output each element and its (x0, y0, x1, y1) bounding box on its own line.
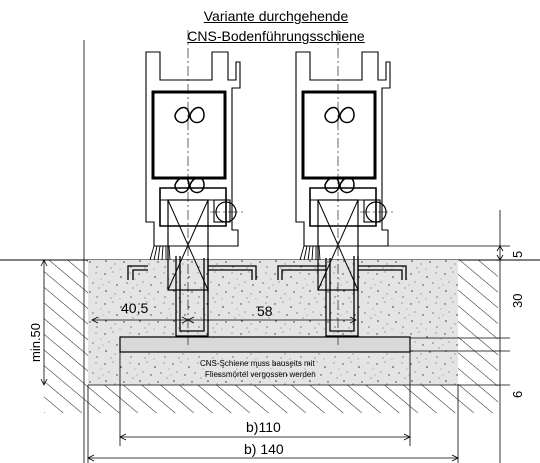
dim-b110: b)110 (246, 419, 281, 435)
center-lines (187, 30, 395, 345)
left-door-profile (145, 51, 241, 291)
drawing-title-line-1: Variante durchgehende (203, 8, 349, 24)
dim-6: 6 (510, 391, 525, 398)
dim-5: 5 (510, 251, 525, 258)
right-brush-seal (299, 245, 321, 261)
note-line-2: Fliessmörtel vergossen werden (205, 370, 316, 379)
horizontal-dimensions-top (91, 316, 357, 324)
note-line-1: CNS-Schiene muss bauseits mit (200, 359, 315, 368)
dim-40-5: 40,5 (121, 300, 148, 316)
mortar-bed (88, 260, 458, 385)
dim-b140: b) 140 (244, 441, 284, 457)
horizontal-dimensions-bottom (87, 352, 459, 463)
cns-rail (127, 256, 407, 337)
vertical-dimensions-right (382, 210, 510, 463)
left-brush-seal (149, 245, 171, 261)
dim-58: 58 (257, 303, 273, 319)
vertical-dimension-left (40, 259, 48, 386)
right-door-profile (295, 51, 391, 291)
drawing-title-line-2: CNS-Bodenführungsschiene (187, 28, 365, 44)
dim-min-50: min.50 (28, 323, 43, 362)
base-plate (119, 336, 411, 353)
dim-30: 30 (510, 294, 525, 308)
